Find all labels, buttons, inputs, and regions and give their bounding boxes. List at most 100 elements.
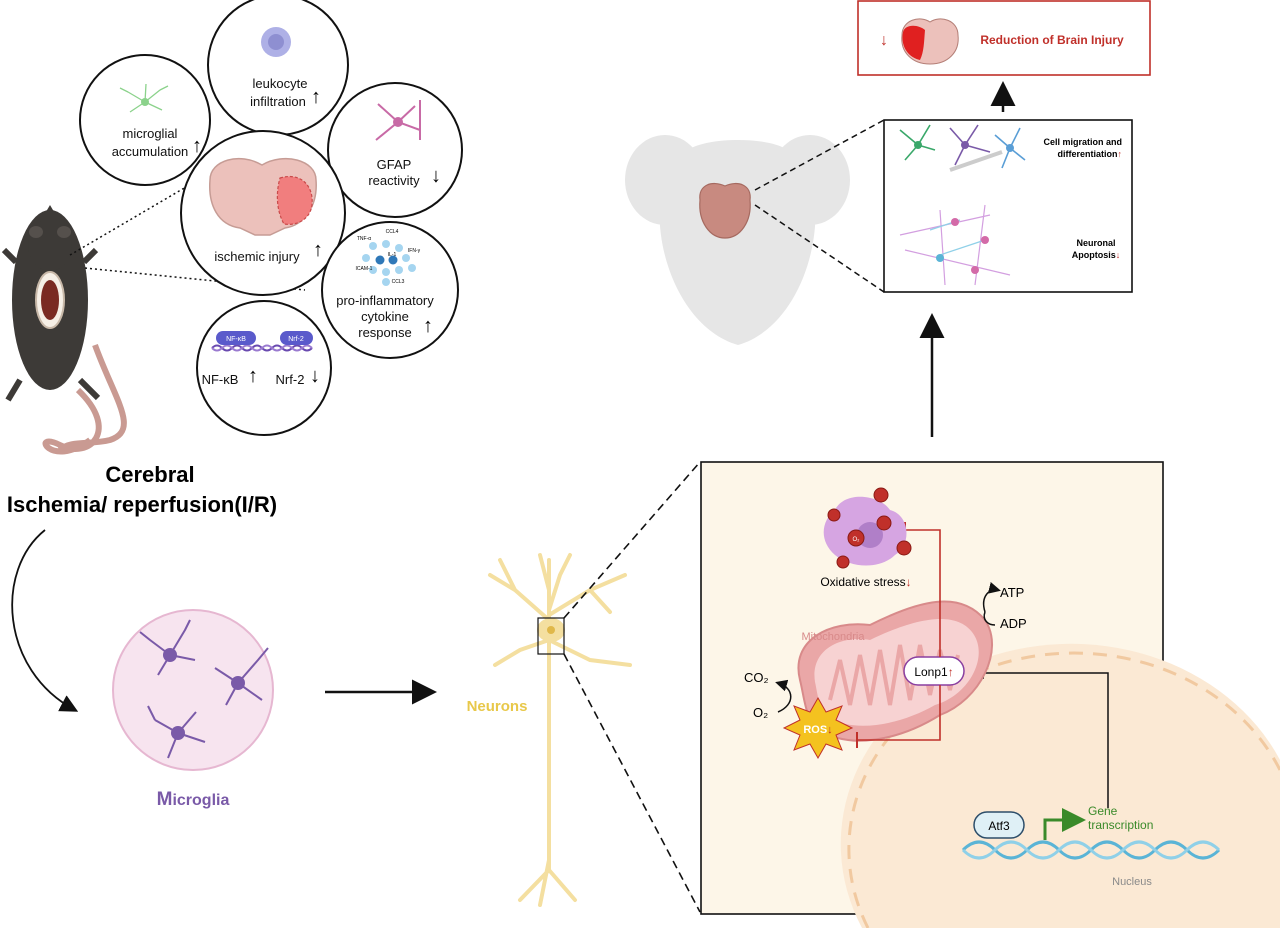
mol-icam: ICAM-1 <box>356 266 373 272</box>
neuron-illustration <box>488 553 632 907</box>
leukocyte-nucleus-icon <box>268 34 284 50</box>
gfap-line2: reactivity <box>368 173 420 188</box>
zoom-line-outcome-top <box>754 119 885 191</box>
panel-gfap-reactivity: GFAP reactivity ↓ <box>327 82 463 218</box>
brain-in-mouse-head <box>699 182 751 239</box>
lonp1-pill <box>903 656 965 686</box>
cell-blue-body <box>1006 144 1014 152</box>
mouse-illustration <box>1 205 127 455</box>
mol-ccl3: CCL3 <box>392 279 405 285</box>
migration-line2: differentiation↑ <box>1058 149 1123 159</box>
nfkb-label: NF-κB <box>202 372 239 387</box>
cell-purple-body <box>961 141 969 149</box>
apoptosis-line1: Neuronal <box>1076 238 1115 248</box>
microglia-small-icon-body <box>141 98 149 106</box>
migrating-cells-icon <box>899 124 1026 172</box>
cytokine-line1: pro-inflammatory <box>336 293 434 308</box>
oxidative-stress-cell <box>823 487 912 569</box>
arrow-nucleus-to-lonp1 <box>972 667 1109 808</box>
inhibit-ros-line <box>857 685 941 741</box>
apoptosis-line2: Apoptosis↓ <box>1072 250 1121 260</box>
leukocyte-arrow: ↑ <box>311 86 321 108</box>
neurons-label: Neurons <box>467 698 528 715</box>
apoptotic-cell-3 <box>971 266 979 274</box>
reduction-arrow: ↓ <box>880 32 888 49</box>
ischemic-arrow: ↑ <box>313 239 323 261</box>
cell-green-body <box>914 141 922 149</box>
astrocyte-icon <box>375 100 421 141</box>
zoom-line-lower <box>84 267 306 291</box>
microglia-label: Microglia <box>157 789 230 810</box>
title-line1: Cerebral <box>105 462 194 487</box>
infarct-region <box>276 176 313 225</box>
apoptotic-cell-4 <box>936 254 944 262</box>
adp-label: ADP <box>1000 616 1027 631</box>
microglia-cell-2-body <box>231 676 245 690</box>
curved-arrow-to-microglia <box>11 529 79 712</box>
co2-o2-arrow <box>775 679 792 713</box>
nrf2-label: Nrf-2 <box>276 372 305 387</box>
nfkb-pill <box>216 331 256 345</box>
oxidative-label: Oxidative stress↓ <box>820 575 911 589</box>
mitochondria <box>797 600 994 742</box>
atp-adp-arrow <box>983 582 1001 613</box>
o2-particle: O₂ <box>853 537 861 543</box>
microglial-line1: microglial <box>123 126 178 141</box>
lonp1-label: Lonp1↑ <box>914 665 953 679</box>
panel-cytokine-response: TNF-α CCL4 IL-1 IFN-γ ICAM-1 CCL3 pro-in… <box>321 221 459 359</box>
gfap-arrow: ↓ <box>431 165 441 187</box>
brain-lesion <box>902 25 925 60</box>
apoptotic-cell-1 <box>951 218 959 226</box>
panel-nfkb-nrf2: NF-κB Nrf-2 NF-κB ↑ Nrf-2 ↓ <box>196 300 332 436</box>
ros-label: ROS↓ <box>803 724 832 736</box>
leukocyte-line2: infiltration <box>250 94 306 109</box>
microglial-arrow: ↑ <box>192 135 202 157</box>
microglia-cell-1 <box>139 619 196 676</box>
gene-line1: Gene <box>1088 804 1118 818</box>
zoom-line-neuron-bottom <box>563 653 701 913</box>
nfkb-arrow: ↑ <box>248 365 258 387</box>
atf3-pill <box>973 811 1025 839</box>
reduction-text: Reduction of Brain Injury <box>980 33 1124 47</box>
zoom-line-neuron-top <box>563 461 701 619</box>
zoom-line-outcome-bottom <box>754 204 885 293</box>
mol-tnf: TNF-α <box>357 236 371 242</box>
mol-ccl4: CCL4 <box>386 229 399 235</box>
microglia-cell-2 <box>214 647 269 706</box>
migration-line1: Cell migration and <box>1043 137 1122 147</box>
mol-il1: IL-1 <box>388 252 397 258</box>
nrf2-pill-text: Nrf-2 <box>288 336 304 343</box>
microglia-cell-1-body <box>163 648 177 662</box>
panel-ischemic-injury: ischemic injury ↑ <box>180 130 346 296</box>
ros-burst <box>782 696 854 760</box>
neuron-nucleus <box>547 626 555 634</box>
microglia-circle <box>112 609 274 771</box>
ischemic-label: ischemic injury <box>214 249 300 264</box>
nrf2-pill <box>280 331 313 345</box>
dna-helix-2 <box>961 840 1221 860</box>
transcription-arrow <box>1043 808 1086 840</box>
microglia-small-icon <box>119 83 169 113</box>
o2-label: O₂ <box>753 705 768 720</box>
panel-microglial-accumulation: microglial accumulation ↑ <box>79 54 211 186</box>
atf3-label: Atf3 <box>988 819 1010 833</box>
gfap-line1: GFAP <box>377 157 412 172</box>
cytokine-dots <box>362 240 416 286</box>
leukocyte-line1: leukocyte <box>253 76 308 91</box>
apoptotic-cell-2 <box>981 236 989 244</box>
nrf2-arrow: ↓ <box>310 365 320 387</box>
astrocyte-body <box>393 117 403 127</box>
microglia-cell-3 <box>147 705 206 759</box>
dna-strand-2 <box>211 344 313 352</box>
cytokine-arrow: ↑ <box>423 315 433 337</box>
nfkb-pill-text: NF-κB <box>226 336 246 343</box>
microglia-cell-3-body <box>171 726 185 740</box>
inhibit-oxidative-line <box>905 529 941 657</box>
co2-label: CO₂ <box>744 670 769 685</box>
microglial-line2: accumulation <box>112 144 189 159</box>
neuron-zoom-box <box>537 617 565 655</box>
panel-leukocyte-infiltration: leukocyte infiltration ↑ <box>207 0 349 136</box>
atp-adp-curve <box>983 611 996 626</box>
